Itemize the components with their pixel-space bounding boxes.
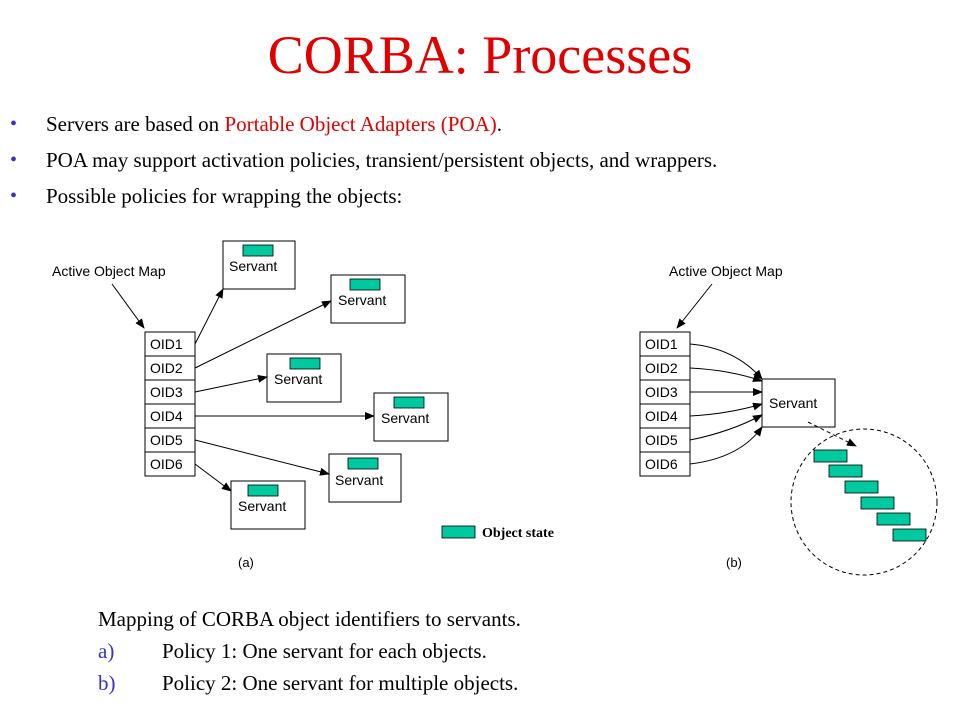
bullet-item: • Servers are based on Portable Object Ad… — [10, 112, 717, 148]
oid-cell: OID4 — [645, 408, 678, 424]
bullet-dot-icon: • — [10, 185, 18, 207]
oid-cell: OID5 — [645, 432, 678, 448]
servant-label: Servant — [238, 498, 286, 514]
object-state-icon — [828, 464, 863, 478]
servant-box: Servant — [330, 274, 406, 324]
caption-marker: b) — [98, 671, 116, 695]
object-state-icon — [876, 512, 911, 526]
figure-caption: Mapping of CORBA object identifiers to s… — [98, 606, 521, 702]
bullet-item: • Possible policies for wrapping the obje… — [10, 184, 717, 220]
oid-cell: OID6 — [645, 456, 678, 472]
caption-item: b) Policy 2: One servant for multiple obj… — [98, 670, 521, 702]
oid-cell: OID4 — [150, 408, 183, 424]
object-states-circle — [790, 428, 938, 576]
bullet-list: • Servers are based on Portable Object Ad… — [10, 112, 717, 220]
oid-to-servant-arrows-b — [689, 343, 763, 465]
bullet-text: Possible policies for wrapping the objec… — [46, 184, 403, 208]
oid-cell: OID1 — [645, 336, 678, 352]
bullet-highlight: Portable Object Adapters (POA) — [224, 112, 497, 136]
servant-label: Servant — [769, 395, 817, 411]
object-state-icon — [349, 278, 381, 291]
object-state-icon — [892, 528, 927, 542]
oid-cell: OID6 — [150, 456, 183, 472]
bullet-dot-icon: • — [10, 113, 18, 135]
oid-cell: OID2 — [150, 360, 183, 376]
diagram-label-b: (b) — [726, 555, 742, 570]
map-pointer-arrow-a — [111, 283, 145, 329]
object-state-legend-label: Object state — [482, 526, 554, 541]
caption-text: Policy 2: One servant for multiple objec… — [162, 671, 519, 695]
slide-title: CORBA: Processes — [267, 25, 693, 85]
object-state-icon — [247, 484, 279, 497]
servant-label: Servant — [335, 472, 383, 488]
object-state-stack — [813, 449, 927, 542]
bullet-text-end: . — [496, 112, 503, 136]
servant-to-states-arrow — [807, 421, 857, 447]
object-state-icon — [289, 357, 321, 370]
oid-cell: OID3 — [645, 384, 678, 400]
oid-cell: OID3 — [150, 384, 183, 400]
servant-box: Servant — [230, 480, 306, 530]
caption-item: a) Policy 1: One servant for each objects… — [98, 638, 521, 670]
caption-text: Policy 1: One servant for each objects. — [162, 639, 487, 663]
bullet-text: POA may support activation policies, tra… — [46, 148, 718, 172]
oid-cell: OID2 — [645, 360, 678, 376]
bullet-text: Servers are based on — [46, 112, 225, 136]
object-state-icon — [242, 244, 274, 257]
object-state-icon — [347, 457, 379, 470]
map-pointer-arrow-b — [676, 283, 713, 329]
servant-box: Servant — [222, 240, 296, 290]
object-state-icon — [860, 496, 895, 510]
servant-label: Servant — [274, 371, 322, 387]
active-object-map-label-b: Active Object Map — [669, 263, 783, 279]
servant-label: Servant — [338, 292, 386, 308]
shared-servant-box: Servant — [761, 378, 836, 428]
oid-cell: OID1 — [150, 336, 183, 352]
caption-intro: Mapping of CORBA object identifiers to s… — [98, 607, 521, 631]
oid-to-servant-arrows-a — [194, 288, 375, 492]
servant-box: Servant — [373, 392, 449, 442]
oid-cell: OID5 — [150, 432, 183, 448]
bullet-item: • POA may support activation policies, tr… — [10, 148, 717, 184]
oid-table-a: OID1 OID2 OID3 OID4 OID5 OID6 — [144, 331, 196, 477]
oid-table-b: OID1 OID2 OID3 OID4 OID5 OID6 — [639, 331, 691, 477]
servant-label: Servant — [229, 258, 277, 274]
object-state-icon — [844, 480, 879, 494]
servant-box: Servant — [328, 453, 402, 503]
diagram-label-a: (a) — [238, 555, 254, 570]
caption-marker: a) — [98, 639, 115, 663]
servant-box: Servant — [266, 353, 342, 403]
object-state-legend-icon — [441, 525, 476, 539]
object-state-icon — [393, 396, 425, 409]
object-state-icon — [813, 449, 848, 463]
bullet-dot-icon: • — [10, 149, 18, 171]
servant-label: Servant — [381, 410, 429, 426]
active-object-map-label-a: Active Object Map — [52, 263, 166, 279]
